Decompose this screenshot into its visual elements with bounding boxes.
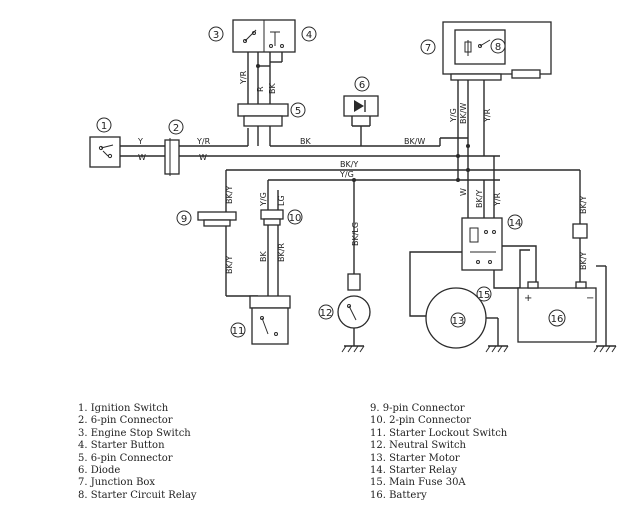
- legend-item-15: 15. Main Fuse 30A: [370, 477, 466, 489]
- callout-16: [548, 309, 566, 327]
- legend-item-10: 10. 2-pin Connector: [370, 415, 471, 427]
- callout-12-label: 12: [320, 308, 333, 319]
- starter-motor: [425, 287, 509, 353]
- wire-label-bkw: BK/W: [404, 137, 425, 146]
- wire-label-bk-10: BK: [259, 251, 268, 262]
- callout-8: [490, 38, 506, 54]
- callout-9: [176, 210, 192, 226]
- wire-label-lg-10: LG: [277, 195, 286, 206]
- callout-10: [287, 209, 303, 225]
- wire-label-w-14: W: [459, 188, 468, 196]
- wire-label-bkw-jb: BK/W: [459, 103, 468, 124]
- legend-left: 1. Ignition Switch 2. 6-pin Connector 3.…: [78, 403, 197, 502]
- diode: [343, 95, 379, 146]
- legend-item-11: 11. Starter Lockout Switch: [370, 427, 508, 439]
- callout-4-label: 4: [306, 30, 312, 41]
- legend-item-8: 8. Starter Circuit Relay: [78, 489, 197, 501]
- callout-9-label: 9: [181, 214, 187, 225]
- connector-10: [260, 209, 284, 226]
- battery: [517, 238, 617, 353]
- starter-relay: [461, 217, 503, 271]
- connector-9: [197, 211, 237, 227]
- wire-label-w-2: W: [199, 153, 207, 162]
- callout-4: [301, 26, 317, 42]
- callout-1-label: 1: [101, 121, 107, 132]
- callout-5-label: 5: [295, 106, 301, 117]
- engine-stop-switch-and-starter-button: [232, 19, 296, 53]
- callout-13: [450, 312, 466, 328]
- callout-11: [230, 322, 246, 338]
- legend-item-3: 3. Engine Stop Switch: [78, 427, 191, 439]
- wire-label-bk: BK: [300, 137, 311, 146]
- callout-2-label: 2: [173, 123, 179, 134]
- callout-2: [168, 119, 184, 135]
- wire-label-bky-9b: BK/Y: [225, 256, 234, 274]
- callout-12: [318, 304, 334, 320]
- callout-6-label: 6: [359, 80, 365, 91]
- callout-14-label: 14: [509, 218, 522, 229]
- callout-11-label: 11: [232, 326, 245, 337]
- wire-label-yr-vert: Y/R: [239, 70, 248, 85]
- wire-label-bky-batt2: BK/Y: [579, 252, 588, 270]
- legend-item-16: 16. Battery: [370, 489, 427, 501]
- cable-relay-battery: [502, 245, 537, 288]
- legend-item-13: 13. Starter Motor: [370, 452, 460, 464]
- callout-1: [96, 117, 112, 133]
- wire-label-bky-14: BK/Y: [475, 190, 484, 208]
- battery-minus: −: [586, 293, 594, 304]
- connector-2: [164, 138, 180, 176]
- wire-label-yr-14: Y/R: [493, 192, 502, 207]
- wire-label-y: Y: [137, 137, 143, 146]
- wire-label-bky-9: BK/Y: [225, 186, 234, 204]
- callout-14: [507, 214, 523, 230]
- callout-7-label: 7: [425, 43, 431, 54]
- wire-label-r: R: [256, 86, 265, 92]
- legend-item-12: 12. Neutral Switch: [370, 440, 466, 452]
- wire-label-yg-10: Y/G: [259, 192, 268, 207]
- callout-15: [476, 286, 492, 302]
- legend-right: 9. 9-pin Connector 10. 2-pin Connector 1…: [370, 403, 507, 502]
- cable-relay-motor: [409, 251, 462, 317]
- ignition-switch: [89, 136, 121, 168]
- wire-label-yg-bus: Y/G: [339, 170, 354, 179]
- legend-item-7: 7. Junction Box: [78, 477, 156, 489]
- connector-5: [237, 103, 289, 127]
- junction-box: [442, 21, 552, 81]
- wire-label-bklg: BK/LG: [351, 222, 360, 246]
- callout-3-label: 3: [213, 30, 219, 41]
- connector-bky-battery: [572, 223, 588, 239]
- wire-label-bk-vert: BK: [268, 83, 277, 94]
- legend-item-9: 9. 9-pin Connector: [370, 403, 465, 414]
- wire-label-bky-batt: BK/Y: [579, 196, 588, 214]
- callout-10-label: 10: [289, 213, 302, 224]
- wire-label-yg-jb: Y/G: [449, 108, 458, 123]
- wire-label-yr-jb: Y/R: [483, 108, 492, 123]
- callout-15-label: 15: [478, 290, 491, 301]
- legend-item-4: 4. Starter Button: [78, 440, 165, 452]
- battery-plus: +: [524, 293, 532, 304]
- neutral-switch: [337, 273, 371, 353]
- callout-3: [208, 26, 224, 42]
- callout-7: [420, 39, 436, 55]
- wire-label-bkr-10: BK/R: [277, 243, 286, 262]
- starter-lockout-switch: [249, 295, 291, 345]
- callout-13-label: 13: [452, 316, 465, 327]
- legend-item-2: 2. 6-pin Connector: [78, 415, 173, 427]
- legend-item-14: 14. Starter Relay: [370, 465, 457, 477]
- callout-6: [354, 76, 370, 92]
- wire-label-yr: Y/R: [196, 137, 211, 146]
- callout-16-label: 16: [551, 314, 564, 325]
- callout-5: [290, 102, 306, 118]
- wire-label-bky-bus: BK/Y: [340, 160, 358, 169]
- legend-item-1: 1. Ignition Switch: [78, 403, 169, 414]
- callout-8-label: 8: [495, 42, 501, 53]
- legend-item-6: 6. Diode: [78, 465, 121, 477]
- legend-item-5: 5. 6-pin Connector: [78, 452, 173, 464]
- wire-label-w: W: [138, 153, 146, 162]
